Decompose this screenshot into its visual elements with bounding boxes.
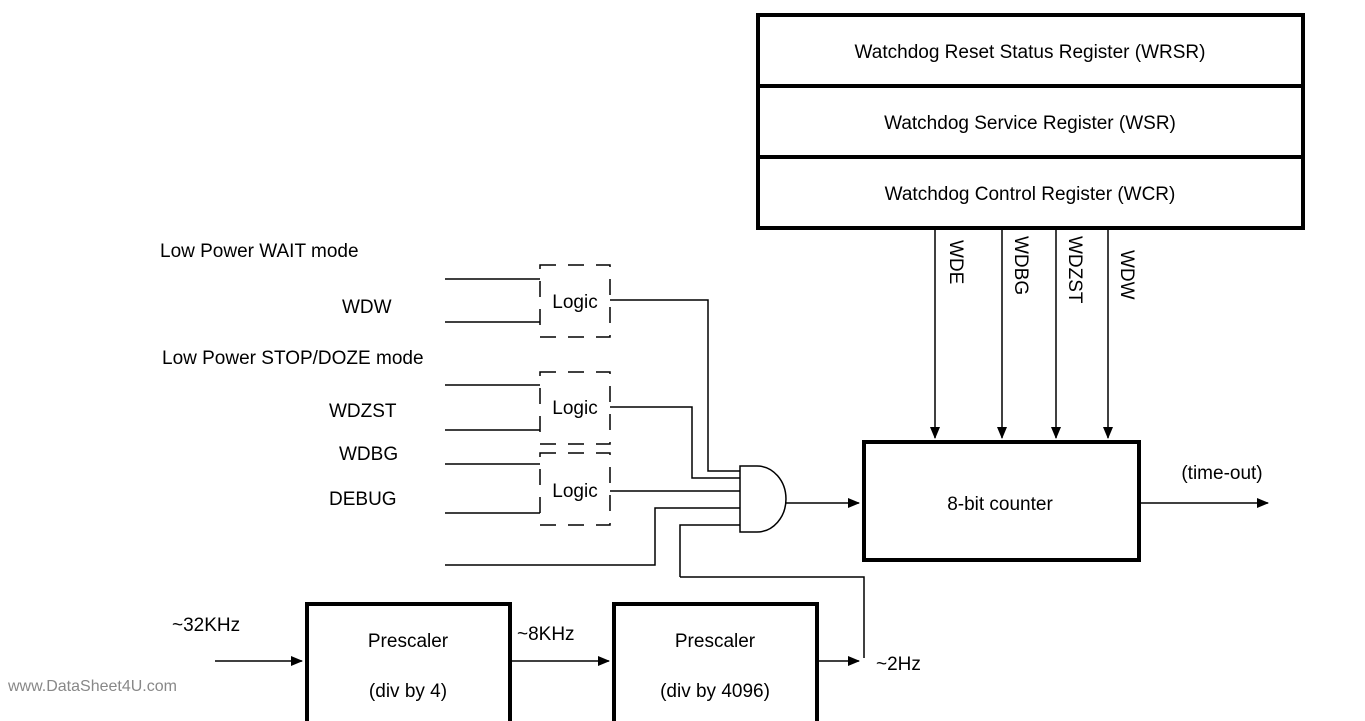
wcr-label: Watchdog Control Register (WCR) xyxy=(885,184,1176,205)
stop-doze-mode-label: Low Power STOP/DOZE mode xyxy=(162,348,424,369)
prescaler-2: Prescaler (div by 4096) xyxy=(612,602,819,721)
prescaler-1: Prescaler (div by 4) xyxy=(305,602,512,721)
logic-label: Logic xyxy=(552,292,597,313)
input-labels: Low Power WAIT mode WDW Low Power STOP/D… xyxy=(160,241,424,510)
logic-label: Logic xyxy=(552,398,597,419)
logic-block-1: Logic xyxy=(539,264,611,338)
logic-box xyxy=(539,264,611,338)
control-bit-lines: WDE WDBG WDZST WDW xyxy=(930,228,1137,439)
debug-input-label: DEBUG xyxy=(329,489,397,510)
prescaler-2-box xyxy=(612,602,819,721)
prescaler-2-divider: (div by 4096) xyxy=(660,681,770,702)
clock-arrows: ~32KHz ~8KHz ~2Hz xyxy=(172,615,921,675)
logic2-output-wire xyxy=(610,406,740,479)
timeout-label: (time-out) xyxy=(1181,463,1262,484)
prescaler-2-name: Prescaler xyxy=(675,631,756,652)
wdw-input-label: WDW xyxy=(342,297,392,318)
wsr-label: Watchdog Service Register (WSR) xyxy=(884,113,1176,134)
wdw-bit-label: WDW xyxy=(1116,250,1137,300)
wdbg-bit-label: WDBG xyxy=(1010,236,1031,295)
wdbg-input-label: WDBG xyxy=(339,444,398,465)
counter-block: 8-bit counter (time-out) xyxy=(862,440,1269,562)
wde-bit-label: WDE xyxy=(945,240,966,284)
direct-input-wire xyxy=(445,507,740,566)
and-gate-shape xyxy=(739,465,787,533)
counter-label: 8-bit counter xyxy=(947,494,1053,515)
wdzst-bit-label: WDZST xyxy=(1064,236,1085,304)
register-stack: Watchdog Reset Status Register (WRSR) Wa… xyxy=(756,13,1305,230)
wait-mode-label: Low Power WAIT mode xyxy=(160,241,359,262)
clock-8khz-label: ~8KHz xyxy=(517,624,575,645)
wdzst-input-label: WDZST xyxy=(329,401,397,422)
watermark-text: www.DataSheet4U.com xyxy=(7,678,177,695)
logic1-output-wire xyxy=(610,299,740,472)
clock-2hz-label: ~2Hz xyxy=(876,654,921,675)
logic-block-2: Logic xyxy=(539,371,611,445)
logic-output-wires xyxy=(445,299,740,577)
and-gate xyxy=(739,465,860,533)
logic-box xyxy=(539,452,611,526)
counter-box xyxy=(862,440,1141,562)
wrsr-label: Watchdog Reset Status Register (WRSR) xyxy=(855,42,1206,63)
logic-block-3: Logic xyxy=(539,452,611,526)
prescaler-1-box xyxy=(305,602,512,721)
logic-box xyxy=(539,371,611,445)
prescaler-1-name: Prescaler xyxy=(368,631,449,652)
register-stack-border xyxy=(756,13,1305,230)
clock-2hz-path xyxy=(680,576,865,658)
logic-label: Logic xyxy=(552,481,597,502)
clock-gate-wire xyxy=(679,524,740,577)
input-wires xyxy=(445,278,540,514)
prescaler-1-divider: (div by 4) xyxy=(369,681,447,702)
clock-32khz-label: ~32KHz xyxy=(172,615,240,636)
